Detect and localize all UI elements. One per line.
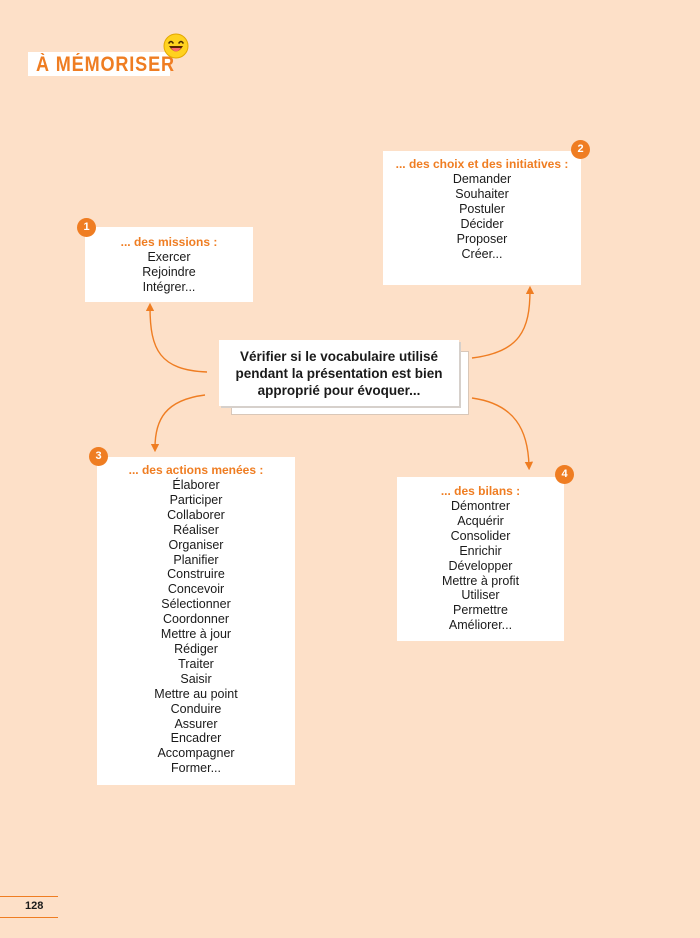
card-bilans: ... des bilans : Démontrer Acquérir Cons… (397, 477, 564, 641)
list-item: Construire (167, 567, 225, 582)
center-question-card: Vérifier si le vocabulaire utilisé penda… (219, 340, 459, 406)
page-number-rule-bottom (0, 917, 58, 918)
list-item: Souhaiter (455, 186, 509, 201)
list-item: Former... (170, 761, 221, 776)
page-number-rule-top (0, 896, 58, 897)
list-item: Consolider (450, 528, 511, 543)
list-item: Proposer (456, 231, 508, 246)
section-title: À MÉMORISER (36, 53, 175, 76)
card-heading: ... des choix et des initiatives : (395, 157, 569, 171)
list-item: Créer... (461, 246, 503, 261)
card-heading: ... des bilans : (440, 484, 521, 498)
list-item: Assurer (174, 716, 218, 731)
list-item: Mettre au point (154, 686, 238, 701)
list-item: Décider (460, 216, 504, 231)
list-item: Intégrer... (142, 279, 196, 294)
arrow-to-actions (150, 394, 206, 453)
list-item: Encadrer (170, 731, 222, 746)
list-item: Postuler (459, 201, 505, 216)
list-item: Organiser (168, 537, 224, 552)
card-choix: ... des choix et des initiatives : Deman… (383, 151, 581, 285)
arrow-to-bilans (471, 397, 534, 471)
card-number-badge: 3 (89, 447, 108, 466)
list-item: Conduire (170, 701, 222, 716)
card-heading: ... des missions : (120, 235, 218, 249)
list-item: Utiliser (461, 588, 500, 603)
laughing-smiley-icon (163, 33, 189, 59)
list-item: Acquérir (457, 513, 504, 528)
center-question-text: Vérifier si le vocabulaire utilisé penda… (235, 348, 443, 398)
list-item: Améliorer... (448, 618, 513, 633)
card-number-badge: 2 (571, 140, 590, 159)
list-item: Élaborer (172, 478, 220, 492)
list-item: Développer (448, 558, 513, 573)
list-item: Accompagner (157, 746, 235, 761)
card-actions: ... des actions menées : Élaborer Partic… (97, 457, 295, 785)
list-item: Traiter (178, 656, 214, 671)
page-number: 128 (25, 900, 44, 912)
card-missions: ... des missions : Exercer Rejoindre Int… (85, 227, 253, 302)
list-item: Mettre à profit (441, 573, 520, 588)
list-item: Rédiger (174, 641, 218, 656)
list-item: Participer (169, 492, 223, 507)
arrow-to-missions (145, 302, 208, 373)
list-item: Réaliser (173, 522, 219, 537)
card-heading: ... des actions menées : (128, 463, 264, 477)
list-item: Démontrer (450, 499, 511, 513)
list-item: Demander (452, 172, 512, 186)
list-item: Permettre (453, 603, 508, 618)
list-item: Mettre à jour (160, 627, 232, 642)
list-item: Exercer (147, 250, 191, 264)
header-label-box (28, 52, 170, 76)
list-item: Rejoindre (142, 264, 196, 279)
list-item: Collaborer (167, 507, 225, 522)
card-number-badge: 4 (555, 465, 574, 484)
list-item: Sélectionner (161, 597, 231, 612)
card-number-badge: 1 (77, 218, 96, 237)
list-item: Concevoir (167, 582, 225, 597)
list-item: Planifier (173, 552, 219, 567)
list-item: Enrichir (459, 543, 502, 558)
list-item: Saisir (180, 671, 212, 686)
arrow-to-choix (471, 285, 535, 359)
list-item: Coordonner (162, 612, 229, 627)
